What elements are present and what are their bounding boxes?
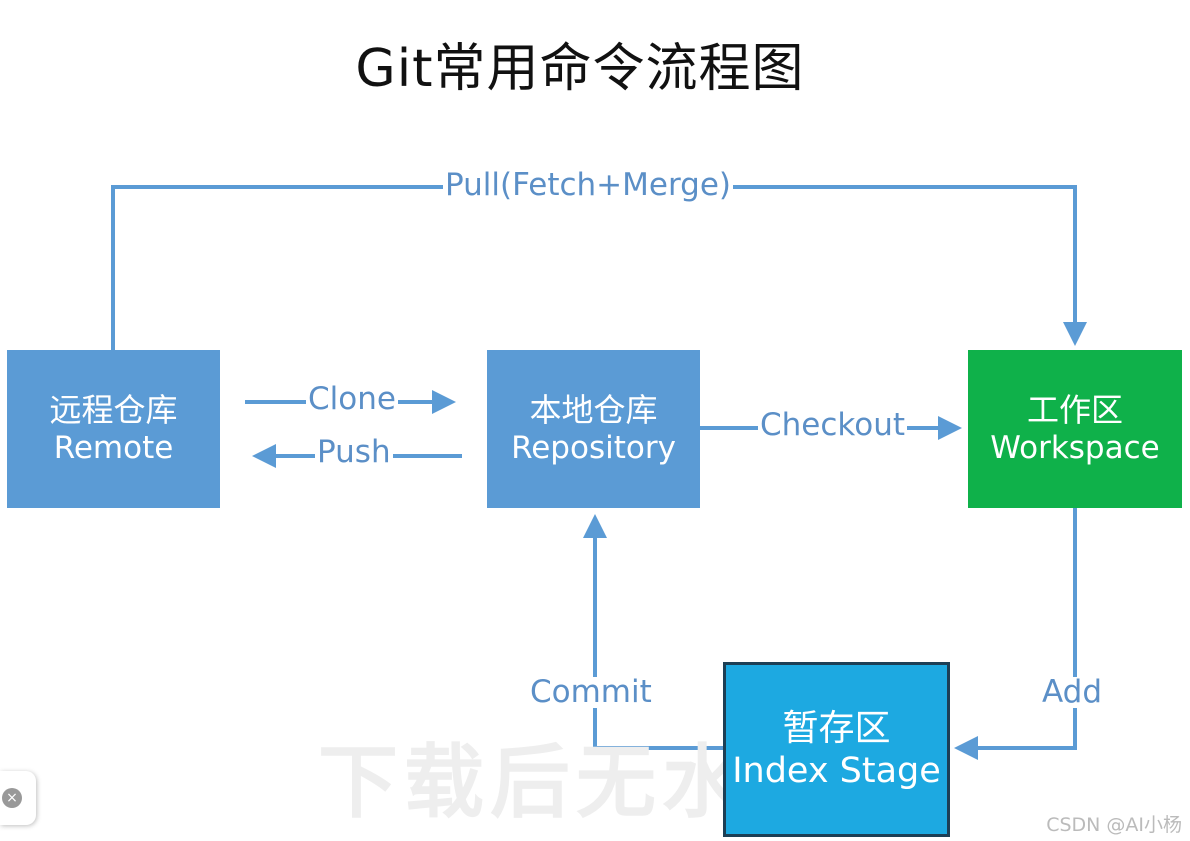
- close-icon[interactable]: ×: [2, 788, 22, 808]
- node-repository-zh: 本地仓库: [529, 391, 658, 430]
- edge-label-pull: Pull(Fetch+Merge): [443, 167, 734, 203]
- credit-text: CSDN @AI小杨: [1044, 810, 1184, 837]
- node-stage: 暂存区 Index Stage: [723, 662, 950, 837]
- node-stage-en: Index Stage: [732, 751, 941, 792]
- node-stage-zh: 暂存区: [782, 707, 891, 749]
- edge-label-add: Add: [1040, 674, 1105, 710]
- edge-label-clone: Clone: [306, 381, 398, 417]
- edge-label-push: Push: [315, 434, 393, 470]
- node-workspace-zh: 工作区: [1026, 391, 1123, 430]
- node-remote-en: Remote: [53, 429, 174, 466]
- edge-label-commit: Commit: [528, 674, 654, 710]
- node-repository-en: Repository: [511, 429, 676, 466]
- edge-add: [954, 508, 1077, 760]
- node-workspace-en: Workspace: [990, 429, 1160, 466]
- close-button[interactable]: ×: [0, 771, 36, 825]
- node-remote-zh: 远程仓库: [49, 391, 178, 430]
- watermark-text: 下载后无水: [318, 736, 748, 829]
- node-remote: 远程仓库 Remote: [7, 350, 220, 508]
- diagram-title: Git常用命令流程图: [355, 39, 805, 99]
- edge-pull: [111, 185, 1087, 350]
- node-repository: 本地仓库 Repository: [487, 350, 700, 508]
- edge-commit: [583, 514, 723, 750]
- edge-label-checkout: Checkout: [758, 407, 908, 443]
- node-workspace: 工作区 Workspace: [968, 350, 1182, 508]
